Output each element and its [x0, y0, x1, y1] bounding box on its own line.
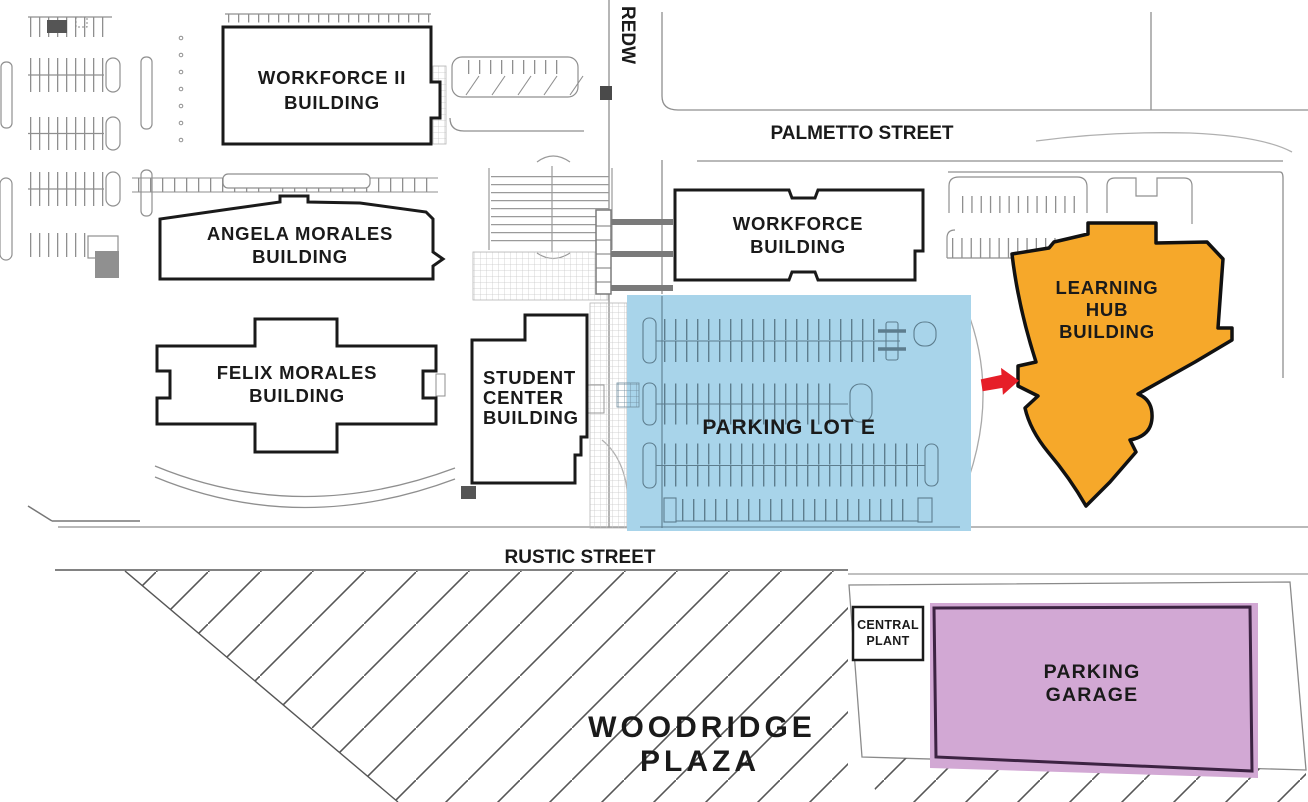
parking-lot-e: PARKING LOT E	[616, 295, 971, 531]
workforce2-label-1: WORKFORCE II	[258, 67, 406, 88]
parking-garage-label-1: PARKING	[1044, 661, 1141, 683]
parking-garage-label-2: GARAGE	[1046, 684, 1139, 706]
parking-garage: PARKING GARAGE	[930, 603, 1258, 778]
angela-morales-label-2: BUILDING	[252, 246, 348, 267]
street-labels: PALMETTO STREET RUSTIC STREET REDW	[505, 6, 954, 568]
felix-side-door	[435, 373, 446, 397]
building-labels: WORKFORCE II BUILDING ANGELA MORALES BUI…	[207, 67, 919, 648]
woodridge-line1: WOODRIDGE	[588, 711, 816, 744]
workforce2-building-outline	[221, 25, 442, 146]
parking-lot-e-highlight	[627, 295, 971, 531]
central-plant-label-1: CENTRAL	[857, 618, 919, 632]
workforce-label-1: WORKFORCE	[733, 213, 864, 234]
court-structures	[47, 16, 673, 499]
buildings	[155, 25, 925, 662]
student-center-label-1: STUDENT	[483, 367, 576, 388]
crosswalk	[616, 382, 640, 408]
felix-morales-label-1: FELIX MORALES	[217, 362, 377, 383]
central-plant-label-2: PLANT	[866, 634, 909, 648]
felix-morales-building-outline	[155, 317, 438, 454]
palmetto-street-label: PALMETTO STREET	[771, 123, 954, 144]
location-arrow-icon	[980, 367, 1019, 395]
parking-garage-border	[932, 605, 1254, 773]
learning-hub-building: LEARNING HUB BUILDING	[1010, 221, 1234, 508]
parking-garage-highlight	[930, 603, 1258, 778]
student-center-building-outline	[470, 313, 589, 485]
student-center-label-3: BUILDING	[483, 407, 579, 428]
angela-morales-label-1: ANGELA MORALES	[207, 223, 393, 244]
workforce-building-outline	[673, 188, 925, 282]
student-center-label-2: CENTER	[483, 387, 564, 408]
west-parking-stalls	[0, 16, 153, 261]
parking-lot-e-label: PARKING LOT E	[702, 416, 875, 439]
workforce-label-2: BUILDING	[750, 236, 846, 257]
center-parking-aisle	[488, 155, 613, 260]
woodridge-plaza-label: WOODRIDGE PLAZA	[588, 711, 816, 778]
learning-hub-label-3: BUILDING	[1059, 321, 1155, 342]
workforce2-label-2: BUILDING	[284, 92, 380, 113]
rustic-street-label: RUSTIC STREET	[505, 547, 656, 568]
learning-hub-label-2: HUB	[1086, 299, 1128, 320]
learning-hub-label-1: LEARNING	[1055, 277, 1158, 298]
central-plant-outline	[851, 605, 925, 662]
angela-morales-building-outline	[158, 194, 446, 281]
felix-morales-label-2: BUILDING	[249, 385, 345, 406]
north-parking-details	[178, 13, 584, 143]
learning-hub-highlight	[1010, 221, 1234, 508]
walkway-hatch	[432, 65, 628, 529]
arcade-walk	[132, 173, 438, 193]
woodridge-line2: PLAZA	[640, 745, 760, 778]
vertical-street-label: REDW	[617, 6, 638, 64]
